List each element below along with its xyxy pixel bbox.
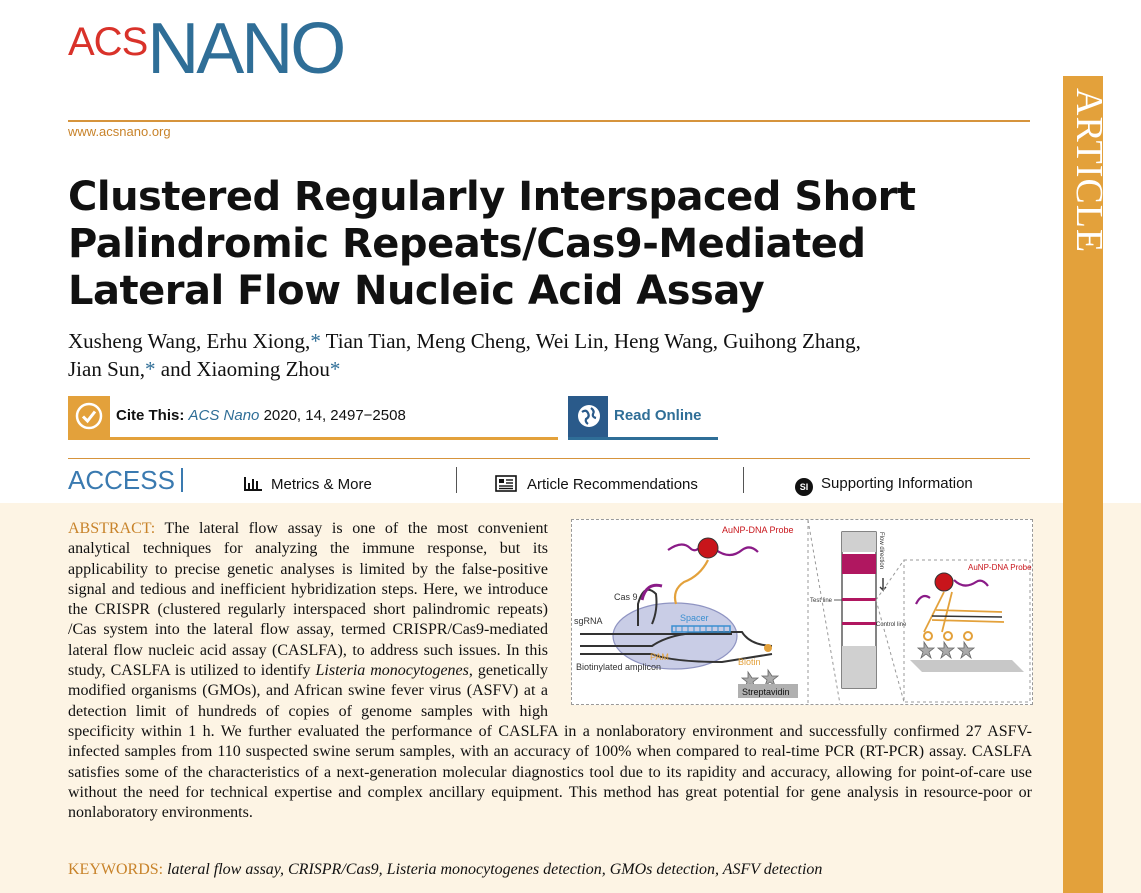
recommendations-button[interactable]: Article Recommendations: [495, 475, 698, 493]
label-probe-zoom: AuNP-DNA Probe: [968, 563, 1032, 572]
cite-label: Cite This:: [116, 407, 185, 424]
zoom-biotin-2: [943, 631, 953, 641]
zoom-panel: [903, 559, 1031, 703]
cite-text: Cite This: ACS Nano 2020, 14, 2497−2508: [116, 407, 406, 424]
zoom-dna-strands-dark: [931, 615, 1003, 618]
zoom-streptavidin-stars: [916, 640, 976, 660]
label-streptavidin: Streptavidin: [742, 687, 790, 697]
label-biotin: Biotin: [738, 657, 761, 667]
label-flow: Flow direction: [878, 532, 884, 569]
si-badge-icon: SI: [795, 478, 813, 496]
supporting-info-label: Supporting Information: [821, 475, 973, 492]
cite-reference: 2020, 14, 2497−2508: [263, 407, 406, 424]
journal-logo[interactable]: ACSNANO: [68, 13, 346, 85]
access-bar-divider: [180, 468, 183, 492]
metrics-button[interactable]: Metrics & More: [243, 475, 372, 493]
zoom-membrane: [910, 660, 1024, 672]
spacer-ticks: [675, 626, 725, 632]
label-amplicon: Biotinylated amplicon: [576, 662, 661, 672]
read-online-label: Read Online: [614, 407, 702, 424]
dna-strand-bottom: [580, 653, 773, 664]
abstract: ABSTRACT: The lateral flow assay is one …: [68, 519, 1032, 823]
label-cas9: Cas 9: [614, 592, 638, 602]
cite-this-button[interactable]: Cite This: ACS Nano 2020, 14, 2497−2508: [68, 396, 558, 440]
document-list-icon: [495, 475, 517, 492]
label-probe-text: AuNP-DNA Probe: [722, 525, 794, 535]
zoom-dna-strands: [923, 591, 1005, 633]
corresponding-mark[interactable]: *: [329, 357, 341, 381]
globe-icon: [568, 396, 608, 437]
label-spacer: Spacer: [680, 613, 709, 623]
probe-dna-right: [715, 546, 759, 557]
header-rule: [68, 120, 1030, 122]
abstract-italic: Listeria monocytogenes: [315, 662, 469, 680]
label-sgrna: sgRNA: [574, 616, 603, 626]
strip-control-line: [842, 622, 876, 625]
biotin-dot: [764, 644, 772, 652]
access-heading: ACCESS: [68, 465, 183, 496]
strip-absorbent-pad: [842, 646, 876, 688]
checkmark-icon: [68, 396, 110, 437]
zoom-biotin-1: [923, 631, 933, 641]
journal-url[interactable]: www.acsnano.org: [68, 124, 171, 139]
authors-part: Xusheng Wang, Erhu Xiong,: [68, 329, 311, 353]
zoom-biotin-3: [963, 631, 973, 641]
keywords: KEYWORDS: lateral flow assay, CRISPR/Cas…: [68, 861, 1032, 879]
abstract-heading: ABSTRACT:: [68, 520, 156, 537]
recommendations-label: Article Recommendations: [527, 476, 698, 493]
sgrna-loop: [637, 588, 658, 626]
toc-graphic[interactable]: Cas 9 sgRNA Spacer PAM Biotinylated ampl…: [571, 519, 1033, 705]
access-rule: [68, 458, 1030, 459]
authors-part: Jian Sun,: [68, 357, 146, 381]
label-pam: PAM: [650, 652, 669, 662]
figure-divider-right: [875, 559, 905, 601]
zoom-probe-dna: [915, 579, 989, 605]
spacer-bar: [671, 625, 731, 633]
abstract-text: ABSTRACT: The lateral flow assay is one …: [68, 519, 1032, 823]
probe-dna-down: [673, 559, 709, 605]
bar-chart-icon: [244, 477, 262, 491]
abstract-body: The lateral flow assay is one of the mos…: [68, 520, 548, 680]
strip-test-line: [842, 598, 876, 601]
logo-nano: NANO: [147, 9, 346, 89]
label-probe: AuNP-DNA Probe: [722, 525, 794, 535]
corresponding-mark[interactable]: *: [310, 329, 321, 353]
logo-acs: ACS: [68, 20, 148, 64]
metrics-label: Metrics & More: [271, 476, 372, 493]
read-online-button[interactable]: Read Online: [568, 396, 718, 440]
nav-separator: [743, 467, 744, 493]
authors-part: and Xiaoming Zhou: [155, 357, 330, 381]
figure-divider-right2: [875, 599, 905, 703]
aunp-probe-particle: [697, 537, 719, 559]
abstract-background-edge: [1103, 503, 1141, 893]
strip-conjugate-pad: [842, 554, 876, 574]
access-label: ACCESS: [68, 465, 175, 495]
section-tab-label: ARTICLE: [1068, 88, 1110, 254]
cas9-purple-arc: [640, 583, 663, 601]
supporting-info-button[interactable]: SI Supporting Information: [795, 475, 973, 496]
streptavidin-pad: [738, 684, 798, 698]
figure-divider-diagonal: [807, 519, 841, 705]
corresponding-mark[interactable]: *: [145, 357, 156, 381]
nav-separator: [456, 467, 457, 493]
label-control-line: Control line: [876, 622, 907, 628]
toc-graphic-svg: Cas 9 sgRNA Spacer PAM Biotinylated ampl…: [574, 519, 1032, 705]
strip-sample-pad: [842, 532, 876, 552]
authors-part: Tian Tian, Meng Cheng, Wei Lin, Heng Wan…: [320, 329, 861, 353]
section-tab: ARTICLE: [1063, 76, 1110, 893]
author-list: Xusheng Wang, Erhu Xiong,* Tian Tian, Me…: [68, 327, 1028, 383]
probe-dna-left: [667, 543, 703, 552]
label-test-line: Test line: [810, 598, 833, 604]
article-title: Clustered Regularly Interspaced Short Pa…: [68, 174, 916, 314]
keywords-list: lateral flow assay, CRISPR/Cas9, Listeri…: [163, 861, 823, 878]
zoom-aunp-particle: [934, 572, 954, 592]
abstract-body: , genetically modified organisms (GMOs),…: [68, 662, 1032, 822]
flow-arrow-icon: [879, 578, 887, 592]
cite-journal[interactable]: ACS Nano: [188, 407, 260, 424]
keywords-heading: KEYWORDS:: [68, 861, 164, 878]
